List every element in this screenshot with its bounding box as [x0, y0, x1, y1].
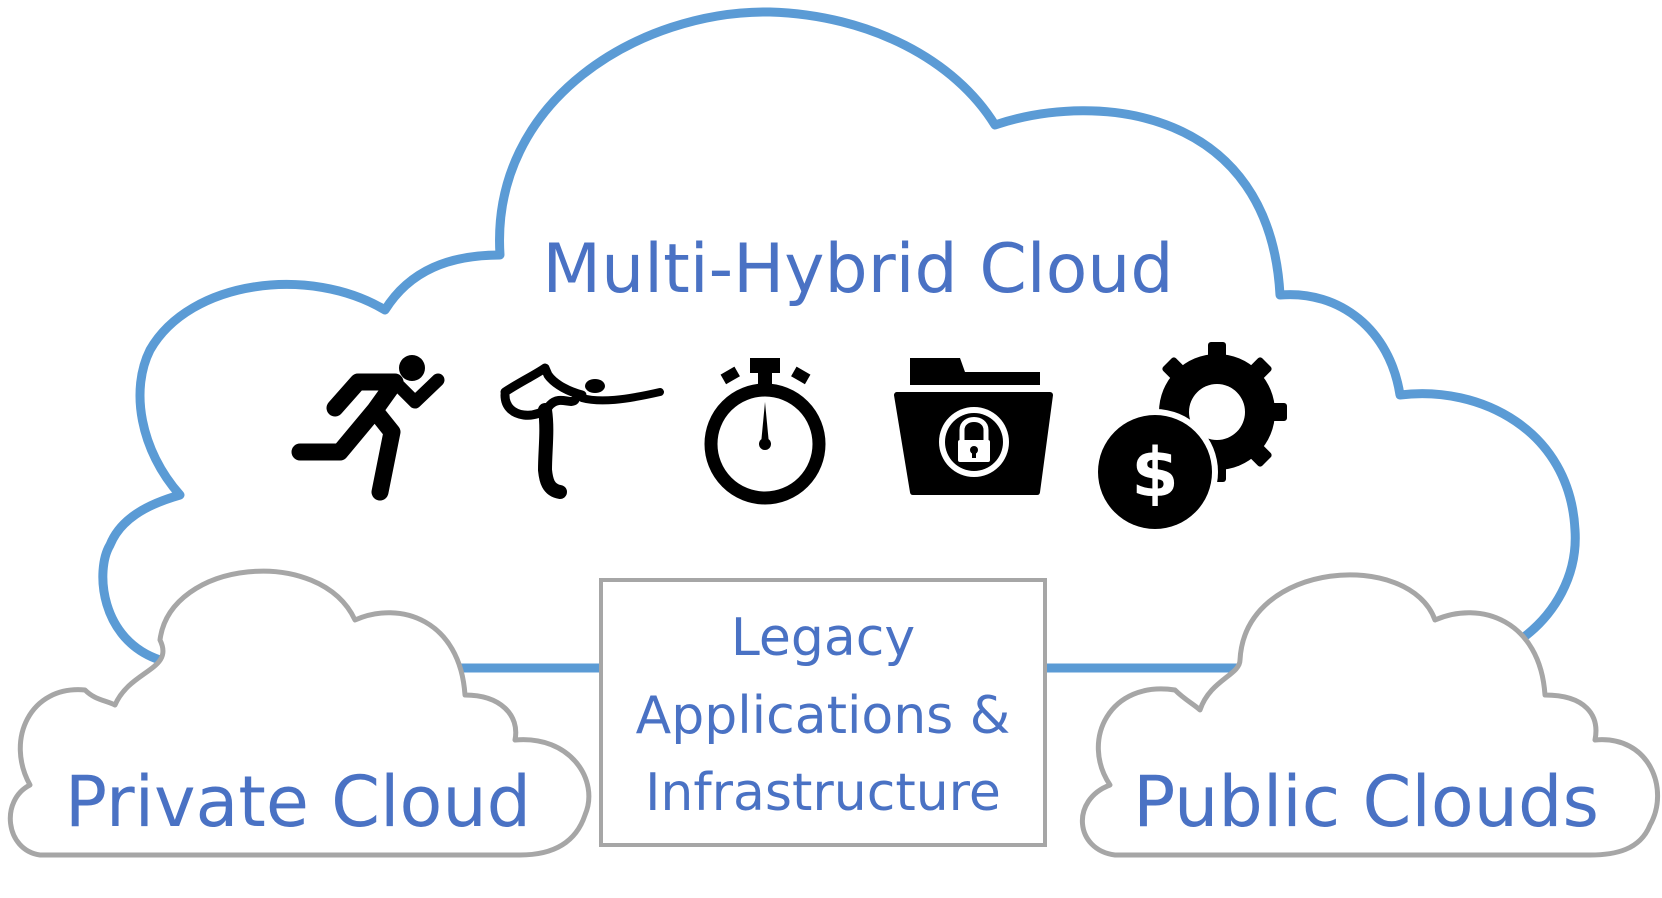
- secure-folder-icon: [894, 358, 1053, 495]
- private-cloud: [7, 568, 592, 858]
- private-cloud-outline: [7, 568, 592, 858]
- legacy-box: Legacy Applications & Infrastructure: [599, 578, 1047, 847]
- multi-hybrid-cloud-title: Multi-Hybrid Cloud: [542, 230, 1173, 309]
- legacy-line-3: Infrastructure: [645, 763, 1001, 823]
- public-clouds: [1080, 572, 1661, 858]
- public-clouds-outline: [1080, 572, 1661, 858]
- flexibility-pose-icon: [500, 363, 664, 499]
- legacy-box-frame: [599, 578, 1047, 847]
- cost-gear-icon: $: [1092, 342, 1287, 535]
- multi-hybrid-cloud: [98, 7, 1580, 673]
- public-clouds-label: Public Clouds: [1133, 761, 1599, 843]
- private-cloud-label: Private Cloud: [65, 761, 531, 843]
- legacy-line-2: Applications &: [636, 686, 1011, 746]
- legacy-line-1: Legacy: [731, 608, 915, 668]
- running-person-icon: [291, 355, 445, 501]
- svg-text:$: $: [1131, 434, 1178, 513]
- stopwatch-icon: [704, 358, 826, 505]
- multi-hybrid-cloud-outline: [98, 7, 1580, 665]
